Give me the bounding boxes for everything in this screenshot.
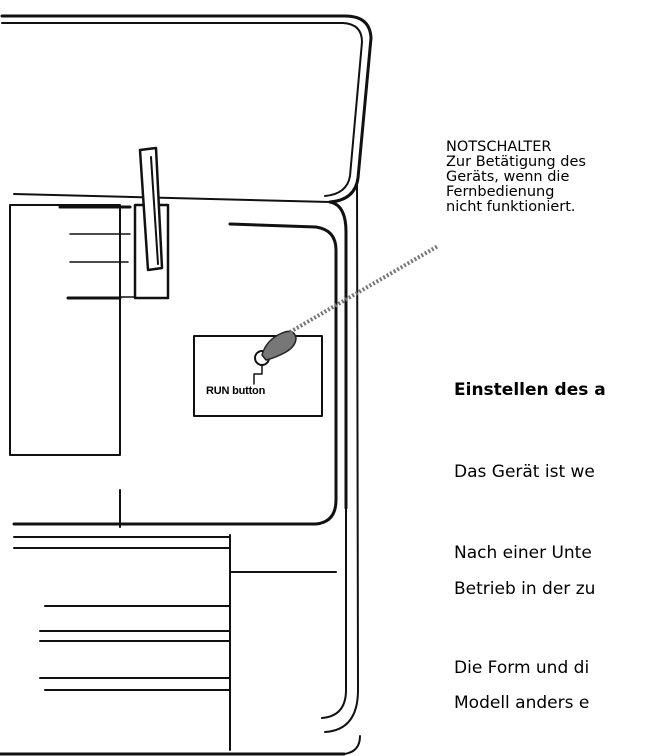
front-panel-lid <box>0 14 373 204</box>
callout-line: Zur Betätigung des <box>446 154 586 170</box>
callout-leader-line <box>288 244 440 334</box>
emergency-switch-callout: NOTSCHALTER Zur Betätigung des Geräts, w… <box>446 140 586 215</box>
lid-support-strut <box>133 146 170 300</box>
lower-grille <box>39 534 337 751</box>
section-heading: Einstellen des a <box>454 380 606 400</box>
run-button-label: RUN button <box>206 385 266 397</box>
callout-line: Geräts, wenn die <box>446 169 570 185</box>
paragraph-text: Das Gerät ist we <box>454 462 595 482</box>
pointer-finger-icon <box>261 330 297 361</box>
paragraph-text: Betrieb in der zu <box>454 579 596 599</box>
run-button-panel <box>193 335 323 417</box>
unit-body <box>0 179 361 756</box>
left-panel <box>9 204 231 549</box>
paragraph-text: Modell anders e <box>454 693 590 713</box>
callout-line: nicht funktioniert. <box>446 199 576 215</box>
callout-line: Fernbedienung <box>446 184 555 200</box>
paragraph-text: Nach einer Unte <box>454 543 592 563</box>
callout-title: NOTSCHALTER <box>446 139 552 155</box>
paragraph-text: Die Form und di <box>454 658 590 678</box>
